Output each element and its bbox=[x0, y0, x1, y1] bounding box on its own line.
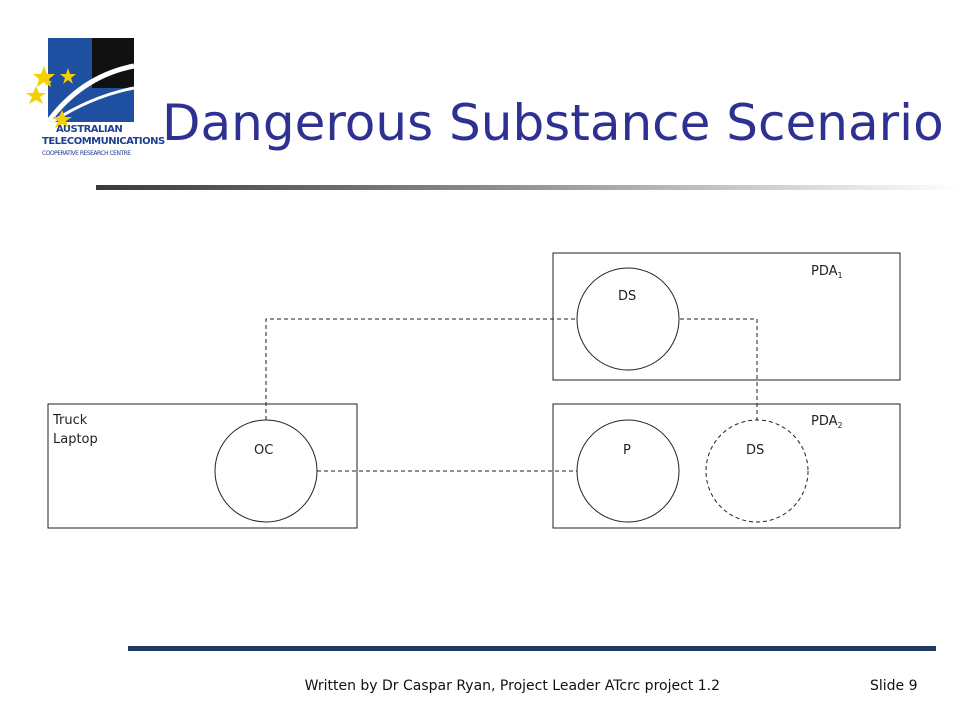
oc-label: OC bbox=[254, 443, 273, 458]
logo-text-telecommunications: TELECOMMUNICATIONS bbox=[42, 136, 165, 147]
p-label: P bbox=[623, 443, 631, 458]
truck-laptop-box bbox=[47, 403, 358, 529]
truck-label: Truck bbox=[52, 413, 88, 428]
p-node bbox=[576, 419, 680, 523]
slide-title: Dangerous Substance Scenario bbox=[162, 94, 944, 152]
logo-text-australian: AUSTRALIAN bbox=[56, 124, 123, 135]
connector-pda1-ds-to-pda2-ds bbox=[680, 318, 758, 420]
logo-text-crc: COOPERATIVE RESEARCH CENTRE bbox=[42, 150, 131, 157]
pda2-ds-label: DS bbox=[746, 443, 764, 458]
pda1-ds-node bbox=[576, 267, 680, 371]
footer-divider bbox=[128, 646, 936, 651]
pda1-box bbox=[552, 252, 901, 381]
pda1-label: PDA1 bbox=[811, 264, 843, 280]
pda2-ds-node-migrating bbox=[705, 419, 809, 523]
pda1-ds-label: DS bbox=[618, 289, 636, 304]
connector-oc-to-pda1-ds bbox=[265, 318, 578, 420]
pda2-box bbox=[552, 403, 901, 529]
footer-credit: Written by Dr Caspar Ryan, Project Leade… bbox=[304, 678, 720, 694]
oc-node bbox=[214, 419, 318, 523]
atcrc-logo bbox=[26, 38, 135, 128]
pda2-label: PDA2 bbox=[811, 414, 843, 430]
title-divider bbox=[96, 185, 960, 190]
slide-number: Slide 9 bbox=[870, 678, 918, 694]
laptop-label: Laptop bbox=[53, 432, 98, 447]
